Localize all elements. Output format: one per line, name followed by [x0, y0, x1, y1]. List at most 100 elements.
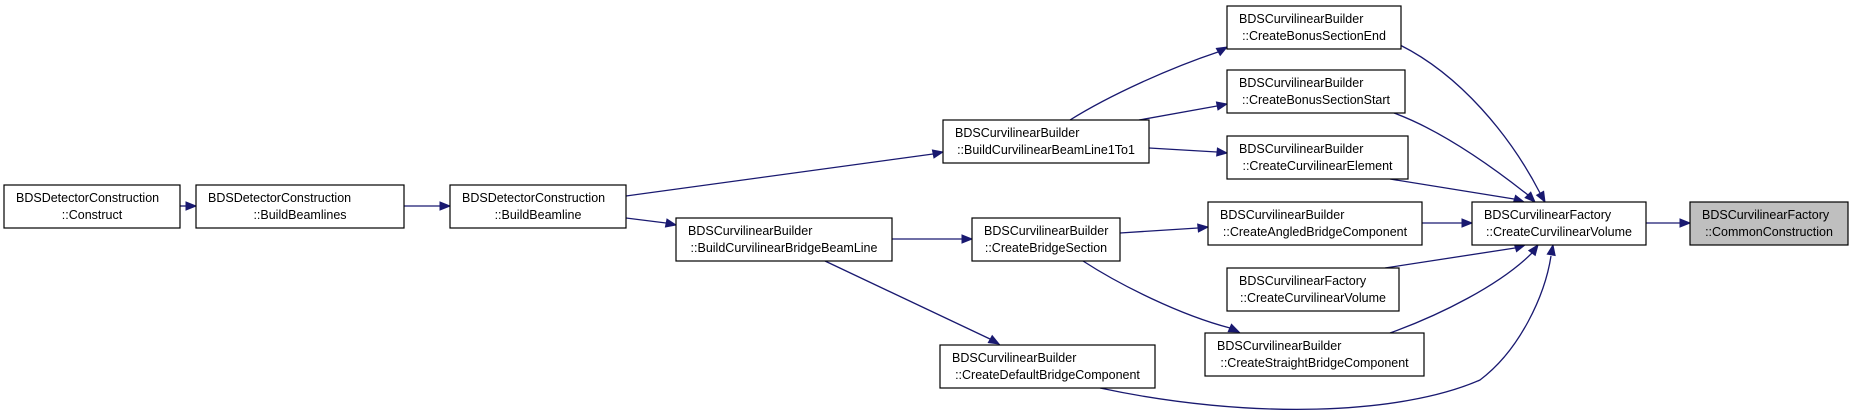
nodes-layer: BDSDetectorConstruction::ConstructBDSDet… — [3, 5, 1849, 389]
edge-build-curvilinear-beamline-1to1-to-create-bonus-section-start — [1138, 101, 1229, 121]
node-class-label: BDSCurvilinearBuilder — [1217, 339, 1341, 353]
node-box — [449, 184, 627, 229]
edge-factory-create-curvilinear-volume-2-to-factory-create-curvilinear-volume — [1384, 243, 1527, 269]
edge-line — [1393, 112, 1529, 196]
arrowhead — [1535, 190, 1546, 204]
arrowhead — [961, 234, 974, 244]
node-method-label: ::CreateBonusSectionEnd — [1242, 29, 1386, 43]
node-box — [1471, 201, 1647, 246]
edge-build-beamline-to-build-curvilinear-bridge-beamline — [625, 217, 678, 228]
arrowhead — [185, 201, 198, 211]
arrowhead — [1524, 191, 1536, 203]
edge-line — [1148, 147, 1218, 153]
edge-build-curvilinear-beamline-1to1-to-create-bonus-section-end — [1069, 46, 1229, 121]
node-class-label: BDSDetectorConstruction — [462, 191, 605, 205]
node-class-label: BDSDetectorConstruction — [16, 191, 159, 205]
edge-create-bridge-section-to-create-angled-bridge-component — [1119, 223, 1210, 234]
edge-line — [1389, 252, 1533, 334]
edge-line — [625, 153, 934, 197]
edge-build-curvilinear-beamline-1to1-to-create-curvilinear-element — [1148, 147, 1229, 157]
arrowhead — [1197, 223, 1210, 233]
node-method-label: ::CreateAngledBridgeComponent — [1223, 225, 1408, 239]
edge-line — [1099, 255, 1552, 411]
node-method-label: ::BuildCurvilinearBeamLine1To1 — [957, 143, 1135, 157]
arrowhead — [1546, 243, 1556, 257]
arrowhead — [987, 334, 1001, 345]
node-box — [942, 119, 1150, 164]
arrowhead — [664, 218, 678, 228]
edge-line — [1119, 227, 1199, 234]
arrowhead — [1215, 46, 1229, 57]
arrowhead — [1527, 243, 1539, 257]
edge-line — [1384, 247, 1516, 269]
node-class-label: BDSCurvilinearBuilder — [1239, 142, 1363, 156]
node-create-bonus-section-end[interactable]: BDSCurvilinearBuilder::CreateBonusSectio… — [1226, 5, 1402, 50]
node-box — [1226, 267, 1400, 312]
node-create-bridge-section[interactable]: BDSCurvilinearBuilder::CreateBridgeSecti… — [971, 217, 1121, 262]
node-method-label: ::Construct — [62, 208, 123, 222]
node-class-label: BDSCurvilinearBuilder — [688, 224, 812, 238]
edge-create-bridge-section-to-create-straight-bridge-component — [1082, 260, 1241, 333]
node-class-label: BDSCurvilinearBuilder — [952, 351, 1076, 365]
node-create-default-bridge-component[interactable]: BDSCurvilinearBuilder::CreateDefaultBrid… — [939, 344, 1156, 389]
node-create-curvilinear-element[interactable]: BDSCurvilinearBuilder::CreateCurvilinear… — [1226, 135, 1409, 180]
node-box — [1226, 5, 1402, 50]
edge-build-beamline-to-build-curvilinear-beamline-1to1 — [625, 149, 945, 197]
node-box — [1689, 201, 1849, 246]
node-factory-create-curvilinear-volume[interactable]: BDSCurvilinearFactory::CreateCurvilinear… — [1471, 201, 1647, 246]
node-create-straight-bridge-component[interactable]: BDSCurvilinearBuilder::CreateStraightBri… — [1204, 332, 1425, 377]
node-create-bonus-section-start[interactable]: BDSCurvilinearBuilder::CreateBonusSectio… — [1226, 69, 1406, 114]
node-build-curvilinear-bridge-beamline[interactable]: BDSCurvilinearBuilder::BuildCurvilinearB… — [675, 217, 893, 262]
edge-create-bonus-section-start-to-factory-create-curvilinear-volume — [1393, 112, 1536, 203]
arrowhead — [931, 149, 945, 159]
node-method-label: ::CreateStraightBridgeComponent — [1220, 356, 1409, 370]
node-factory-create-curvilinear-volume-2[interactable]: BDSCurvilinearFactory::CreateCurvilinear… — [1226, 267, 1400, 312]
node-build-beamlines[interactable]: BDSDetectorConstruction::BuildBeamlines — [195, 184, 405, 229]
node-create-angled-bridge-component[interactable]: BDSCurvilinearBuilder::CreateAngledBridg… — [1207, 201, 1423, 246]
node-method-label: ::BuildBeamlines — [253, 208, 346, 222]
edge-line — [1069, 51, 1219, 121]
node-method-label: ::BuildCurvilinearBridgeBeamLine — [691, 241, 878, 255]
edge-create-default-bridge-component-to-factory-create-curvilinear-volume — [1099, 243, 1556, 411]
arrowhead — [1461, 218, 1474, 228]
arrowhead — [1216, 147, 1229, 157]
edge-line — [1389, 178, 1515, 200]
edge-line — [1082, 260, 1231, 329]
node-class-label: BDSCurvilinearFactory — [1239, 274, 1367, 288]
node-class-label: BDSDetectorConstruction — [208, 191, 351, 205]
edge-line — [1138, 105, 1218, 121]
edge-create-curvilinear-element-to-factory-create-curvilinear-volume — [1389, 178, 1526, 204]
edge-create-bonus-section-end-to-factory-create-curvilinear-volume — [1399, 44, 1546, 204]
arrowhead — [1227, 323, 1241, 333]
node-class-label: BDSCurvilinearFactory — [1702, 208, 1830, 222]
node-method-label: ::CreateBonusSectionStart — [1242, 93, 1391, 107]
node-class-label: BDSCurvilinearFactory — [1484, 208, 1612, 222]
edge-construct-to-build-beamlines — [180, 201, 198, 211]
arrowhead — [1215, 101, 1229, 111]
node-box — [1226, 135, 1409, 180]
node-class-label: BDSCurvilinearBuilder — [1220, 208, 1344, 222]
node-build-beamline[interactable]: BDSDetectorConstruction::BuildBeamline — [449, 184, 627, 229]
node-box — [971, 217, 1121, 262]
edges-layer — [180, 44, 1692, 411]
node-construct[interactable]: BDSDetectorConstruction::Construct — [3, 184, 181, 229]
node-method-label: ::CreateCurvilinearElement — [1242, 159, 1393, 173]
edge-build-curvilinear-bridge-beamline-to-create-default-bridge-component — [824, 260, 1001, 345]
node-method-label: ::BuildBeamline — [495, 208, 582, 222]
node-method-label: ::CreateCurvilinearVolume — [1240, 291, 1386, 305]
node-method-label: ::CreateDefaultBridgeComponent — [955, 368, 1140, 382]
edge-build-beamlines-to-build-beamline — [404, 201, 452, 211]
node-build-curvilinear-beamline-1to1[interactable]: BDSCurvilinearBuilder::BuildCurvilinearB… — [942, 119, 1150, 164]
node-method-label: ::CreateBridgeSection — [985, 241, 1107, 255]
edge-line — [824, 260, 991, 340]
edge-line — [625, 217, 667, 224]
node-box — [195, 184, 405, 229]
node-box — [939, 344, 1156, 389]
edge-line — [1399, 44, 1541, 194]
node-box — [1204, 332, 1425, 377]
node-class-label: BDSCurvilinearBuilder — [955, 126, 1079, 140]
edge-create-straight-bridge-component-to-factory-create-curvilinear-volume — [1389, 243, 1539, 334]
node-common-construction[interactable]: BDSCurvilinearFactory::CommonConstructio… — [1689, 201, 1849, 246]
edge-create-angled-bridge-component-to-factory-create-curvilinear-volume — [1422, 218, 1474, 228]
